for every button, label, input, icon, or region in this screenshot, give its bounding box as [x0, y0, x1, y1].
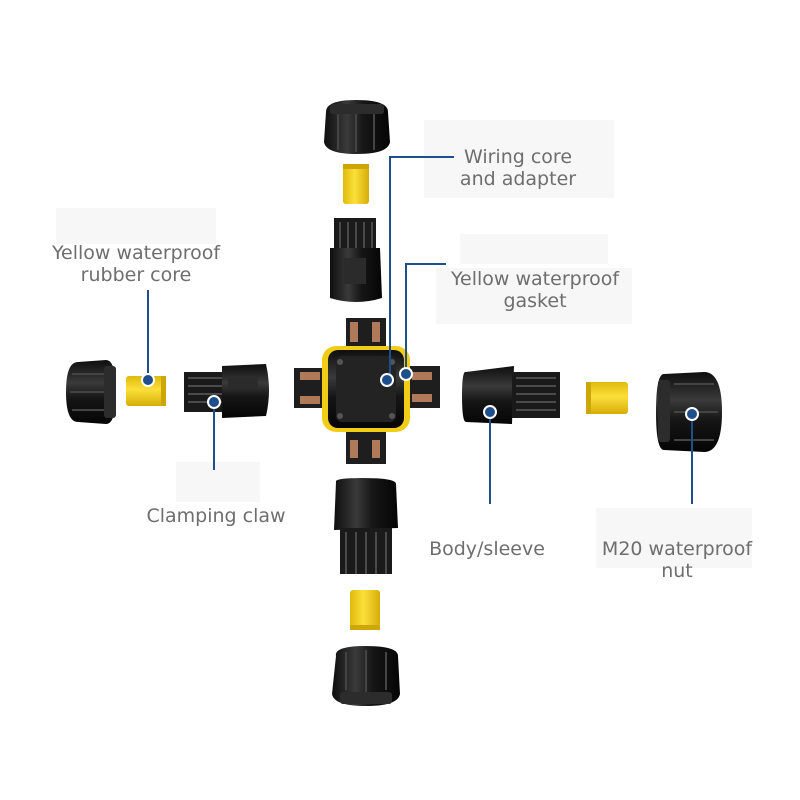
bottom-body-sleeve — [334, 478, 398, 574]
callout-dot-wiring-core — [380, 373, 394, 387]
callout-dot-clamping-claw — [207, 395, 221, 409]
bottom-waterproof-nut — [332, 646, 400, 706]
left-rubber-core — [126, 376, 166, 406]
label-gasket-line-2: gasket — [503, 290, 567, 312]
top-waterproof-nut — [324, 100, 390, 154]
bottom-rubber-core — [350, 590, 380, 630]
label-nut-line-1: M20 waterproof — [601, 538, 753, 560]
right-rubber-core — [586, 382, 628, 414]
label-wiring-core: Wiring core and adapter — [440, 146, 596, 190]
top-rubber-core — [343, 164, 369, 204]
label-gasket: Yellow waterproof gasket — [424, 268, 646, 312]
callout-dot-gasket — [399, 367, 413, 381]
callout-dot-nut — [685, 407, 699, 421]
left-clamping-claw — [184, 364, 269, 418]
label-rubber-core-line-2: rubber core — [80, 264, 192, 286]
label-clamping-claw: Clamping claw — [130, 505, 302, 527]
top-clamping-claw — [330, 218, 382, 302]
label-backdrops — [56, 120, 752, 568]
right-body-sleeve — [462, 366, 560, 424]
label-wiring-core-line-1: Wiring core — [463, 146, 573, 168]
label-wiring-core-line-2: and adapter — [459, 168, 577, 190]
label-nut: M20 waterproof nut — [582, 538, 772, 582]
callout-dot-rubber-core — [141, 373, 155, 387]
label-rubber-core-line-1: Yellow waterproof — [51, 242, 221, 264]
label-body-sleeve: Body/sleeve — [414, 538, 560, 560]
left-waterproof-nut — [66, 360, 116, 424]
label-gasket-line-1: Yellow waterproof — [450, 268, 620, 290]
label-clamping-claw-line-1: Clamping claw — [146, 505, 286, 527]
callout-dot-body-sleeve — [483, 405, 497, 419]
label-body-sleeve-line-1: Body/sleeve — [429, 538, 545, 560]
callout-wiring-core — [389, 156, 454, 378]
junction-body — [294, 318, 440, 464]
label-rubber-core: Yellow waterproof rubber core — [30, 242, 242, 286]
callout-gasket — [405, 263, 446, 372]
label-nut-line-2: nut — [661, 560, 693, 582]
